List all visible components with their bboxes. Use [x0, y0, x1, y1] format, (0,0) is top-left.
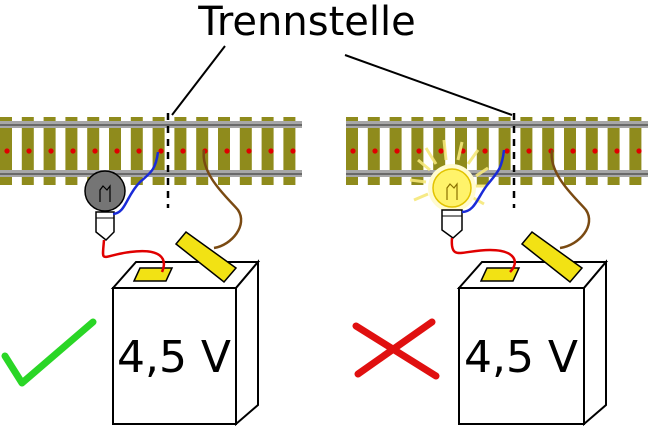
title-pointer-right	[344, 54, 513, 116]
track-left-contact-dot	[48, 148, 54, 154]
track-left-contact-dot	[70, 148, 76, 154]
battery-right: 4,5 V	[456, 230, 609, 427]
wire-left-red	[101, 239, 165, 273]
battery-right-top	[456, 261, 609, 289]
cross-icon	[352, 318, 440, 380]
bulb-right-base	[441, 209, 463, 239]
track-left-contact-dot	[92, 148, 98, 154]
track-right-sleeper	[542, 117, 555, 185]
battery-left-terminal-short	[132, 267, 174, 282]
battery-left-top	[110, 261, 261, 289]
battery-left-voltage: 4,5 V	[117, 332, 231, 383]
battery-left-side	[235, 259, 259, 427]
track-right-contact-dot	[570, 148, 576, 154]
track-left-contact-dot	[4, 148, 10, 154]
track-right-contact-dot	[614, 148, 620, 154]
track-right-contact-dot	[372, 148, 378, 154]
track-left-sleeper	[174, 117, 187, 185]
wire-left-brown	[202, 149, 243, 250]
wire-right-blue	[461, 149, 506, 214]
panel-left: 4,5 V	[1, 149, 261, 427]
track-right-contact-dot	[416, 148, 422, 154]
track-left-sleeper	[218, 117, 230, 185]
bulb-left-glass	[84, 170, 126, 212]
check-icon	[1, 318, 97, 387]
track-left-contact-dot	[246, 148, 252, 154]
bulb-left-filament	[99, 184, 111, 202]
title-pointer-left	[171, 45, 226, 116]
track-left-contact-dot	[136, 148, 142, 154]
wire-right-red	[450, 237, 516, 273]
track-right-sleeper	[564, 117, 576, 185]
track-right-contact-dot	[636, 148, 642, 154]
wire-right-brown	[550, 149, 591, 250]
wire-left-blue	[112, 151, 160, 216]
track-right-contact-dot	[526, 148, 532, 154]
battery-left-front	[112, 287, 237, 425]
track-left-contact-dot	[224, 148, 230, 154]
battery-right-front	[458, 287, 585, 425]
bulb-right-glass	[432, 168, 472, 208]
battery-right-voltage: 4,5 V	[464, 332, 578, 383]
track-left-contact-dot	[290, 148, 296, 154]
title-trennstelle: Trennstelle	[197, 0, 415, 45]
track-right-sleeper	[607, 117, 620, 185]
track-right-contact-dot	[504, 148, 510, 154]
track-right-contact-dot	[438, 148, 444, 154]
battery-left: 4,5 V	[110, 230, 261, 427]
battery-right-terminal-long	[520, 230, 584, 284]
track-left-contact-dot	[158, 148, 164, 154]
track-left-sleeper	[283, 117, 296, 185]
track-right-sleeper	[585, 117, 598, 185]
bulb-left	[84, 170, 126, 242]
panel-right: 4,5 V	[352, 139, 609, 427]
bulb-left-base	[95, 211, 115, 242]
track-left-sleeper	[261, 117, 274, 185]
track-right-contact-dot	[482, 148, 488, 154]
track-left-contact-dot	[180, 148, 186, 154]
battery-right-side	[583, 259, 607, 427]
track-left-contact-dot	[268, 148, 274, 154]
track-right-contact-dot	[394, 148, 400, 154]
track-left-sleeper	[239, 117, 252, 185]
battery-left-terminal-long	[174, 230, 238, 284]
track-right-contact-dot	[592, 148, 598, 154]
track-left-contact-dot	[114, 148, 120, 154]
track-left-contact-dot	[26, 148, 32, 154]
bulb-right	[409, 139, 489, 239]
track-left	[0, 113, 302, 208]
track-right-contact-dot	[350, 148, 356, 154]
track-right	[346, 113, 648, 208]
bulb-right-filament	[446, 182, 458, 200]
track-right-sleeper	[629, 117, 642, 185]
